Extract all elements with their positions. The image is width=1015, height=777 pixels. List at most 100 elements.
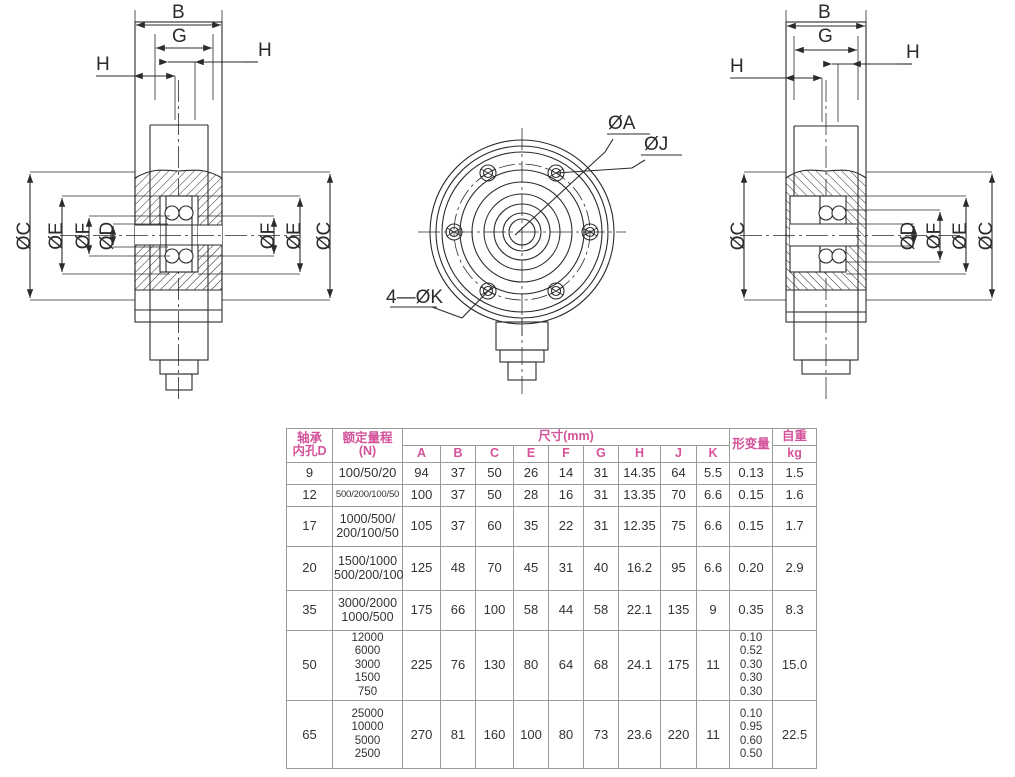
header-col-J: J	[660, 444, 697, 463]
cell-rated-range: 3000/2000 1000/500	[332, 589, 403, 631]
cell-dim-B: 37	[440, 461, 476, 485]
cell-dim-K: 6.6	[695, 545, 731, 591]
cell-dim-J: 175	[660, 629, 697, 702]
cell-dim-C: 50	[475, 483, 514, 507]
cell-dim-J: 220	[660, 700, 697, 770]
cell-dim-K: 6.6	[695, 483, 731, 507]
cell-weight: 8.3	[772, 589, 818, 631]
header-dimensions-group: 尺寸(mm)	[401, 428, 731, 446]
cell-dim-G: 68	[583, 629, 619, 702]
cell-dim-J: 70	[660, 483, 697, 507]
cell-dim-B: 81	[440, 700, 476, 770]
table-header-row-2: A B C E F G H J K kg	[287, 444, 818, 463]
label-right-G: G	[818, 26, 833, 47]
cell-weight: 1.5	[772, 461, 818, 485]
cell-rated-range: 500/200/100/50	[332, 483, 403, 507]
label-left-B: B	[172, 2, 185, 23]
label-left-diaF-2: ØF	[258, 223, 279, 249]
cell-bore: 35	[286, 589, 333, 631]
cell-dim-A: 270	[402, 700, 441, 770]
cell-dim-B: 37	[440, 505, 476, 547]
cell-rated-range: 100/50/20	[332, 461, 403, 485]
label-left-diaE-2: ØE	[284, 222, 305, 249]
cell-bore: 9	[286, 461, 333, 485]
label-right-diaF: ØF	[924, 223, 945, 249]
cell-dim-C: 50	[475, 461, 514, 485]
cell-dim-K: 9	[695, 589, 731, 631]
cell-rated-range: 1500/1000 500/200/100	[332, 545, 404, 591]
label-left-diaE-1: ØE	[46, 222, 67, 249]
cell-dim-E: 35	[513, 505, 549, 547]
cell-dim-C: 160	[475, 700, 514, 770]
cell-dim-F: 64	[548, 629, 584, 702]
cell-rated-range: 12000 6000 3000 1500 750	[332, 629, 403, 702]
label-right-diaC-1: ØC	[728, 222, 749, 251]
label-right-diaC-2: ØC	[976, 222, 997, 251]
label-right-H-1: H	[730, 56, 744, 77]
cell-deformation: 0.15	[729, 483, 774, 507]
cell-dim-F: 80	[548, 700, 584, 770]
label-center-holes: 4—ØK	[386, 287, 443, 308]
cell-dim-B: 37	[440, 483, 476, 507]
cell-dim-F: 16	[548, 483, 584, 507]
right-sectional-view	[730, 10, 996, 400]
cell-dim-H: 13.35	[618, 483, 661, 507]
cell-dim-C: 70	[475, 545, 514, 591]
header-col-E: E	[513, 444, 549, 463]
cell-dim-K: 5.5	[695, 461, 731, 485]
cell-dim-A: 225	[402, 629, 441, 702]
cell-dim-F: 44	[548, 589, 584, 631]
cell-dim-F: 31	[548, 545, 584, 591]
cell-dim-A: 105	[402, 505, 441, 547]
specification-table-container: 轴承 内孔D 额定量程(N) 尺寸(mm) 形变量 自重 A B C E F G…	[286, 428, 818, 770]
cell-dim-J: 135	[660, 589, 697, 631]
label-center-diaJ: ØJ	[644, 134, 668, 155]
cell-dim-C: 130	[475, 629, 514, 702]
cell-dim-C: 100	[475, 589, 514, 631]
header-bore: 轴承 内孔D	[286, 428, 333, 463]
header-col-G: G	[583, 444, 619, 463]
header-weight-group: 自重	[772, 428, 818, 446]
label-left-diaC-2: ØC	[314, 222, 335, 251]
cell-weight: 1.7	[772, 505, 818, 547]
cell-dim-H: 12.35	[618, 505, 661, 547]
cell-dim-K: 11	[695, 700, 731, 770]
label-left-diaC-1: ØC	[14, 222, 35, 251]
cell-dim-H: 22.1	[618, 589, 661, 631]
cell-dim-G: 40	[583, 545, 619, 591]
cell-dim-C: 60	[475, 505, 514, 547]
cell-dim-A: 175	[402, 589, 441, 631]
cell-dim-J: 64	[660, 461, 697, 485]
cell-weight: 22.5	[772, 700, 818, 770]
cell-dim-H: 14.35	[618, 461, 661, 485]
cell-dim-G: 31	[583, 505, 619, 547]
cell-dim-A: 100	[402, 483, 441, 507]
cell-dim-E: 80	[513, 629, 549, 702]
header-col-C: C	[475, 444, 514, 463]
cell-dim-G: 73	[583, 700, 619, 770]
label-right-H-2: H	[906, 42, 920, 63]
label-center-diaA: ØA	[608, 113, 636, 134]
header-col-K: K	[695, 444, 731, 463]
cell-dim-G: 31	[583, 483, 619, 507]
cell-dim-K: 6.6	[695, 505, 731, 547]
cell-rated-range: 25000 10000 5000 2500	[332, 700, 403, 770]
cell-deformation: 0.15	[729, 505, 774, 547]
cell-dim-B: 76	[440, 629, 476, 702]
left-sectional-view	[26, 10, 334, 400]
table-header-row-1: 轴承 内孔D 额定量程(N) 尺寸(mm) 形变量 自重	[286, 428, 818, 463]
cell-bore: 50	[286, 629, 333, 702]
cell-dim-B: 66	[440, 589, 476, 631]
cell-dim-A: 94	[402, 461, 441, 485]
cell-dim-B: 48	[440, 545, 476, 591]
cell-dim-F: 14	[548, 461, 584, 485]
cell-deformation: 0.10 0.52 0.30 0.30 0.30	[729, 629, 774, 702]
cell-dim-K: 11	[695, 629, 731, 702]
header-rated-range: 额定量程(N)	[332, 428, 403, 463]
center-plan-view	[390, 128, 682, 398]
